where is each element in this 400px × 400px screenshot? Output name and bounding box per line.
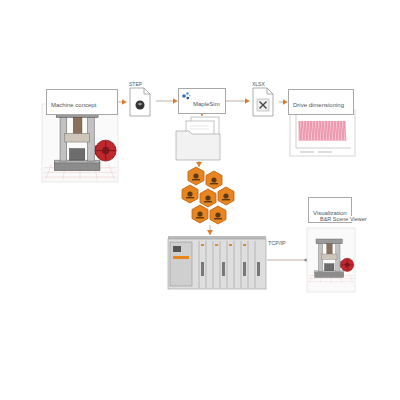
file-node: STEP — [127, 81, 156, 117]
box-label: MapleSim — [193, 101, 220, 108]
network-link — [267, 258, 308, 261]
file-icon — [128, 87, 152, 117]
machine-concept-picture — [42, 104, 118, 182]
flow-arrow — [279, 102, 288, 103]
simulation-chart — [290, 110, 355, 156]
flow-arrows — [199, 104, 210, 235]
box-label: Drive dimensioning — [293, 102, 344, 109]
file-folder — [176, 117, 220, 160]
process-box: MapleSim — [178, 88, 226, 114]
file-label: STEP — [127, 81, 156, 87]
process-box: Machine concept — [46, 89, 118, 115]
process-box: Drive dimensioning — [288, 89, 354, 115]
file-node: XLSX — [250, 81, 279, 117]
annotation-label: TCP/IP — [267, 240, 287, 247]
function-blocks — [182, 167, 234, 224]
annotation-label: B&R Scene Viewer — [319, 216, 368, 223]
visualization-picture — [307, 228, 355, 292]
file-label: XLSX — [250, 81, 279, 87]
flow-arrow — [118, 102, 127, 103]
file-icon — [251, 87, 275, 117]
flow-arrow — [156, 101, 178, 102]
maplesim-logo — [181, 91, 191, 101]
flow-arrow — [226, 101, 250, 102]
plc-hardware — [168, 236, 266, 289]
box-label: Machine concept — [51, 102, 96, 109]
